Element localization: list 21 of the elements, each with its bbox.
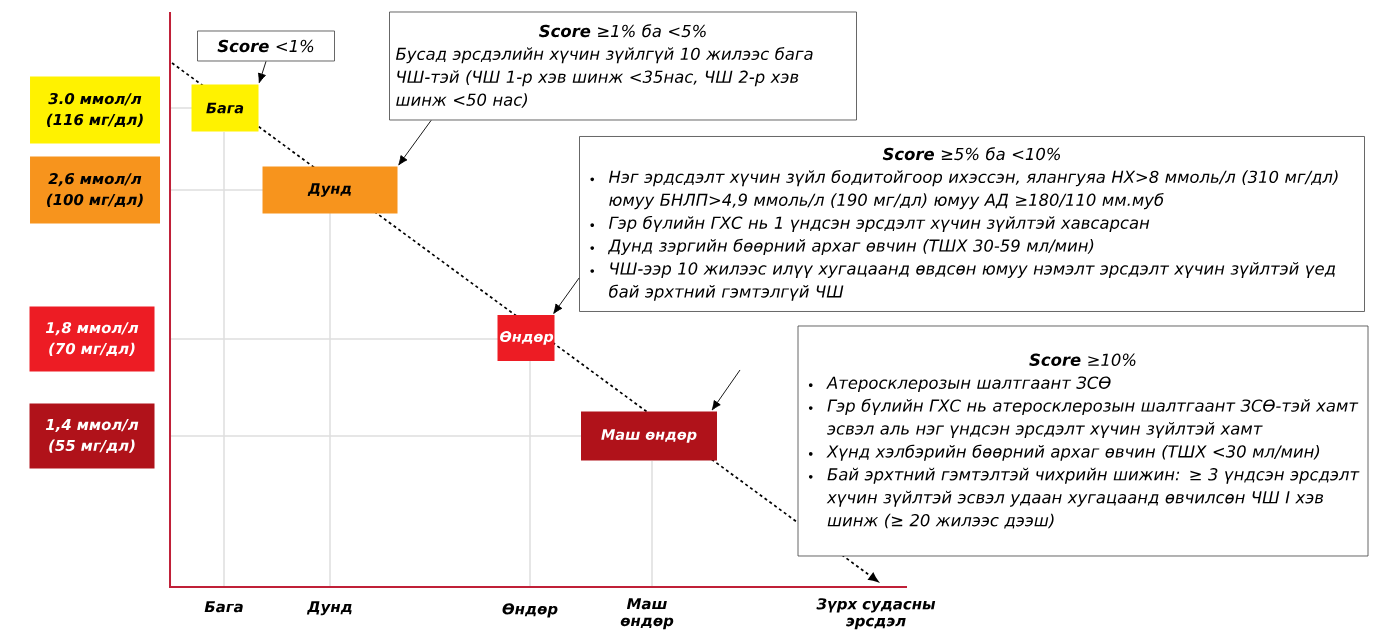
leader-arrow: [711, 369, 741, 411]
callout-box: Score <1%: [197, 30, 335, 62]
level-box: 1,8 ммол/л (70 мг/дл): [29, 306, 155, 372]
callout-box: Score ≥10% Атеросклерозын шалтгаант ЗСӨ Гэр бүлийн ГХС нь атеросклерозын шалтгаант ЗСӨ-тэй хамт эсвэл аль нэг үндсэн эрсдэлт хүчин зүйлтэй хамт Хүнд хэлбэрийн бөөрний архаг өвчин (ТШХ <30 мл/мин) Бай эрхтний гэмтэлтэй чихрийн шижин: ≥ 3 үндсэн эрсдэлт хүчин зүйлтэй эсвэл удаан хугацаанд өвчилсөн ЧШ I хэв шинж (≥ 20 жилээс дээш): [797, 325, 1369, 557]
callout-box: Score ≥5% ба <10% Нэг эрдсдэлт хүчин зүйл бодитойгоор ихэссэн, ялангуяа НХ>8 ммоль/л (310 мг/дл) юмуу БНЛП>4,9 ммоль/л (190 мг/дл) юмуу АД ≥180/110 мм.муб Гэр бүлийн ГХС нь 1 үндсэн эрсдэлт хүчин зүйлтэй хавсарсан Дунд зэргийн бөөрний архаг өвчин (ТШХ 30-59 мл/мин) ЧШ-ээр 10 жилээс илүү хугацаанд өвдсөн юмуу нэмэлт эрсдэлт хүчин зүйлтэй үед бай эрхтний гэмтэлгүй ЧШ: [579, 136, 1365, 312]
axis-label: Бага: [204, 601, 243, 613]
risk-box: Дунд: [262, 166, 398, 214]
leader-arrow: [398, 119, 432, 166]
axis-label: Өндөр: [502, 603, 558, 618]
axis-label: Маш өндөр: [620, 598, 674, 630]
axis-label: Зүрх судасны эрсдэл: [816, 598, 936, 630]
risk-box: Бага: [191, 84, 259, 132]
level-box: 3.0 ммол/л (116 мг/дл): [30, 76, 160, 144]
leader-arrow: [553, 277, 580, 314]
leader-arrow: [257, 60, 267, 84]
level-box: 2,6 ммол/л (100 мг/дл): [30, 156, 160, 224]
axis-label: Дунд: [306, 601, 352, 616]
risk-box: Маш өндөр: [581, 411, 717, 461]
level-box: 1,4 ммол/л (55 мг/дл): [29, 403, 155, 469]
risk-box: Өндөр: [497, 315, 555, 361]
callout-box: Score ≥1% ба <5% Бусад эрсдэлийн хүчин зүйлгүй 10 жилээс бага ЧШ-тэй (ЧШ 1-р хэв шинж <35нас, ЧШ 2-р хэв шинж <50 нас): [389, 11, 857, 121]
